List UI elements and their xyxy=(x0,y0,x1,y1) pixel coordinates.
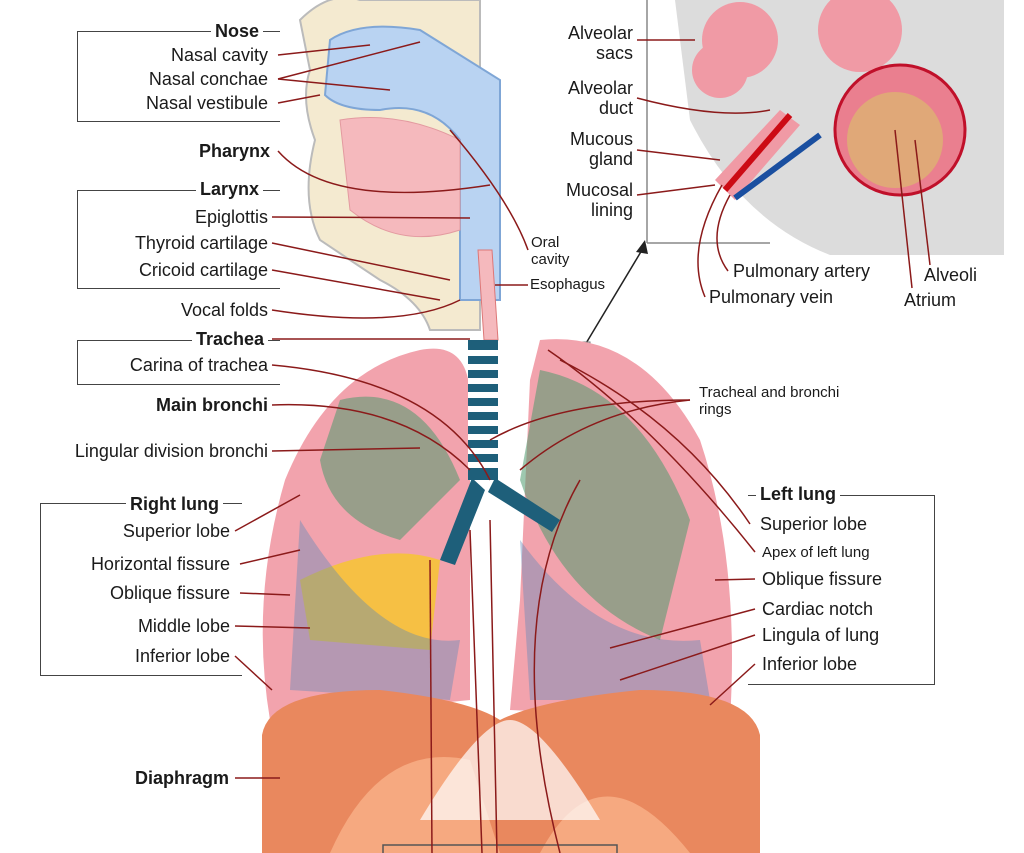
label-mucous-gland: Mucous gland xyxy=(569,129,633,169)
label-alveoli: Alveoli xyxy=(924,265,978,285)
label-left-superior-lobe: Superior lobe xyxy=(760,514,868,534)
label-apex-of-left-lung: Apex of left lung xyxy=(762,544,870,561)
label-nasal-cavity: Nasal cavity xyxy=(170,45,268,65)
label-pharynx: Pharynx xyxy=(198,141,270,161)
label-middle-lobe: Middle lobe xyxy=(137,616,230,636)
label-trachea: Trachea xyxy=(191,329,268,349)
label-cricoid-cartilage: Cricoid cartilage xyxy=(138,260,268,280)
label-tracheal-and-bronchi-rings: Tracheal and bronchi rings xyxy=(699,384,840,418)
left-bronchi-green xyxy=(520,370,690,640)
label-cardiac-notch: Cardiac notch xyxy=(762,599,874,619)
alveolar-sacs-drawing xyxy=(692,0,967,201)
oral-cavity xyxy=(339,117,461,238)
label-left-oblique-fissure: Oblique fissure xyxy=(762,569,883,589)
label-left-lung: Left lung xyxy=(756,484,840,504)
nose-group-box xyxy=(77,31,280,122)
label-mucosal-lining: Mucosal lining xyxy=(565,180,633,220)
middle-lobe xyxy=(300,553,440,650)
label-nose: Nose xyxy=(210,21,263,41)
label-pulmonary-artery: Pulmonary artery xyxy=(733,261,871,281)
larynx-group-box xyxy=(77,190,280,289)
label-right-lung: Right lung xyxy=(126,494,223,514)
label-esophagus: Esophagus xyxy=(530,276,606,293)
label-diaphragm: Diaphragm xyxy=(134,768,229,788)
label-right-oblique-fissure: Oblique fissure xyxy=(109,583,230,603)
label-lingula-of-lung: Lingula of lung xyxy=(762,625,880,645)
label-oral-cavity: Oral cavity xyxy=(531,234,570,268)
label-vocal-folds: Vocal folds xyxy=(180,300,268,320)
trachea-rings xyxy=(440,340,560,565)
label-pulmonary-vein: Pulmonary vein xyxy=(709,287,834,307)
label-lingular-division-bronchi: Lingular division bronchi xyxy=(74,441,268,461)
trachea-group-box xyxy=(77,340,280,385)
label-thyroid-cartilage: Thyroid cartilage xyxy=(134,233,268,253)
right-bronchi-green xyxy=(320,396,460,540)
label-left-inferior-lobe: Inferior lobe xyxy=(762,654,858,674)
label-larynx: Larynx xyxy=(195,179,263,199)
left-lung-group-box xyxy=(748,495,935,685)
nasal-cavity xyxy=(323,25,501,301)
label-atrium: Atrium xyxy=(904,290,957,310)
label-alveolar-duct: Alveolar duct xyxy=(567,78,633,118)
label-nasal-conchae: Nasal conchae xyxy=(148,69,268,89)
label-right-inferior-lobe: Inferior lobe xyxy=(134,646,230,666)
label-carina-of-trachea: Carina of trachea xyxy=(129,355,268,375)
label-alveolar-sacs: Alveolar sacs xyxy=(567,23,633,63)
label-horizontal-fissure: Horizontal fissure xyxy=(90,554,230,574)
label-nasal-vestibule: Nasal vestibule xyxy=(145,93,268,113)
label-main-bronchi: Main bronchi xyxy=(156,395,268,415)
label-right-superior-lobe: Superior lobe xyxy=(122,521,230,541)
leader-lines xyxy=(234,39,931,853)
label-epiglottis: Epiglottis xyxy=(194,207,268,227)
